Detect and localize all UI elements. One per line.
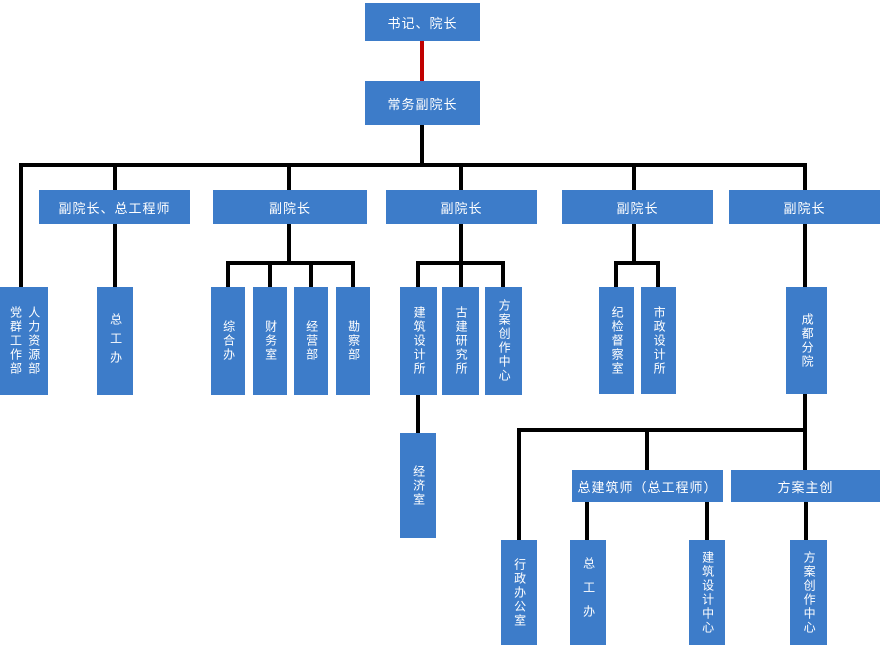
connector-drop [632,167,636,190]
connector-drop [268,265,272,287]
connector-drop [226,265,230,287]
node-label: 市政设计所 [652,305,667,376]
node-label: 经营部 [304,320,319,362]
node-label: 方案创作中心 [802,550,817,635]
connector-drop [416,265,420,287]
connector-drop [416,394,420,433]
node-architectural-design-institute: 建筑设计所 [400,287,437,395]
connector-drop [459,224,463,263]
node-label-party-mass-dept: 党群工作部 [8,306,23,376]
node-vp3: 副院长 [562,190,713,224]
node-vp1: 副院长 [213,190,367,224]
node-label: 财务室 [263,320,278,362]
node-scheme-creation-center: 方案创作中心 [485,287,522,395]
node-operations-dept: 经营部 [294,287,328,395]
connector-drop [113,224,117,287]
connector-president-execvp [420,41,424,81]
node-label: 行政办公室 [512,557,527,628]
node-label: 经济室 [411,464,426,507]
node-label: 常务副院长 [387,97,458,113]
node-chief-architect: 总建筑师（总工程师） [572,470,723,502]
connector-drop [351,265,355,287]
connector-rail-vp3 [614,261,660,265]
node-label: 古建研究所 [454,306,469,376]
connector-drop [803,167,807,190]
connector-main-rail [19,163,807,167]
node-vp-chief-engineer: 副院长、总工程师 [39,190,190,224]
connector-drop [459,265,463,287]
node-chief-engineer-office: 总工办 [97,287,133,395]
node-architectural-design-center: 建筑设计中心 [689,540,725,645]
node-label: 总工办 [581,556,596,629]
connector-drop [287,224,291,263]
node-president: 书记、院长 [365,3,480,41]
node-label: 副院长 [783,201,826,217]
connector-execvp-down [420,125,424,165]
node-label: 纪检督察室 [610,305,625,376]
node-ancient-architecture-institute: 古建研究所 [442,287,479,395]
node-label-hr-dept: 人力资源部 [26,306,41,376]
node-vp4: 副院长 [729,190,880,224]
node-label: 方案主创 [777,480,834,496]
connector-drop [19,167,23,287]
connector-drop [656,265,660,287]
connector-drop [803,393,807,430]
connector-drop [309,265,313,287]
node-survey-dept: 勘察部 [336,287,370,395]
node-label: 副院长 [440,201,483,217]
node-vp2: 副院长 [386,190,537,224]
connector-rail-vp1 [226,261,355,265]
connector-drop [804,502,808,540]
node-label: 成都分院 [800,312,815,369]
node-branch-scheme-creation-center: 方案创作中心 [790,540,827,645]
node-economy-office: 经济室 [400,433,436,538]
node-branch-chief-engineer-office: 总工办 [570,540,606,645]
node-label: 勘察部 [346,320,361,362]
node-party-mass-and-hr: 党群工作部 人力资源部 [0,287,48,395]
connector-drop [459,167,463,190]
node-finance-office: 财务室 [253,287,287,395]
node-label: 副院长、总工程师 [58,201,171,217]
node-discipline-inspection-office: 纪检督察室 [599,287,634,394]
node-label: 综合办 [221,320,236,362]
connector-drop [803,432,807,470]
node-chengdu-branch: 成都分院 [786,287,827,394]
connector-drop [501,265,505,287]
connector-drop [803,224,807,287]
connector-drop [585,502,589,540]
connector-drop [632,224,636,263]
connector-drop [517,432,521,540]
node-scheme-lead: 方案主创 [731,470,880,502]
connector-drop [705,502,709,540]
node-admin-office: 行政办公室 [501,540,537,645]
node-exec-vp: 常务副院长 [365,81,480,125]
node-label: 副院长 [268,201,311,217]
connector-rail-vp2 [416,261,505,265]
node-label: 总建筑师（总工程师） [577,480,718,496]
node-municipal-design-institute: 市政设计所 [641,287,676,394]
connector-drop [287,167,291,190]
node-label: 副院长 [616,201,659,217]
node-label: 方案创作中心 [497,299,512,383]
connector-drop [645,432,649,470]
connector-drop [614,265,618,287]
node-label: 建筑设计中心 [700,550,715,635]
node-label: 书记、院长 [387,16,458,32]
connector-drop [113,167,117,190]
connector-rail-chengdu [517,428,807,432]
node-general-office: 综合办 [211,287,245,395]
node-label: 建筑设计所 [412,306,427,376]
node-label: 总工办 [108,312,123,370]
